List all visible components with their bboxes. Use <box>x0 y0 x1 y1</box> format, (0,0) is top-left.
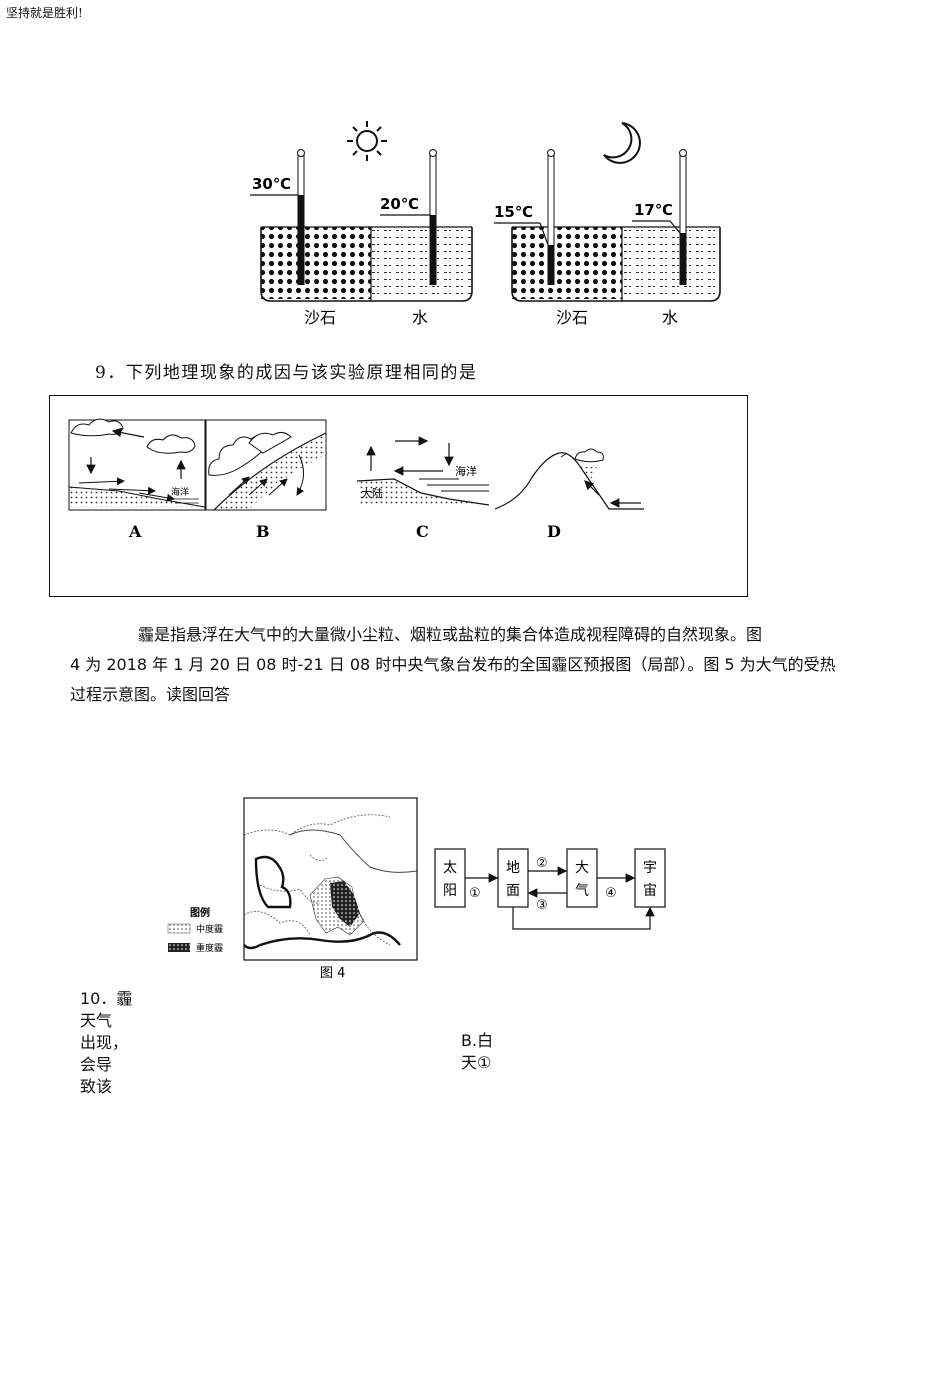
day-sand-temp: 30℃ <box>252 175 291 193</box>
question-10-fragment: 10．霾 天气 出现， 会导 致该 <box>80 988 140 1098</box>
thermometer-night-water <box>632 149 687 285</box>
ground-char-1: 地 <box>506 860 520 876</box>
haze-map-figure: 图例 中度霾 重度霾 图 4 <box>167 797 418 981</box>
q10-option-b: B.白 天① <box>461 1030 521 1074</box>
q10-line-5: 致该 <box>80 1077 113 1096</box>
panel-c: 海洋 大陆 <box>356 436 490 506</box>
day-water-temp: 20℃ <box>380 195 419 213</box>
arrow-2-label: ② <box>536 856 548 871</box>
moon-icon <box>603 122 641 164</box>
box-ground <box>497 848 529 908</box>
legend-moderate-label: 中度霾 <box>196 923 223 935</box>
day-container <box>260 226 473 302</box>
panel-d-label: D <box>547 522 561 541</box>
panel-c-sea-label: 海洋 <box>455 464 477 478</box>
atmosphere-char-1: 大 <box>575 860 589 876</box>
box-sun <box>434 848 466 908</box>
arrow-4-label: ④ <box>605 886 617 901</box>
ground-char-2: 面 <box>506 883 520 899</box>
passage: 霾是指悬浮在大气中的大量微小尘粒、烟粒或盐粒的集合体造成视程障碍的自然现象。图 … <box>70 620 890 710</box>
sun-icon <box>347 121 387 161</box>
legend-heavy-label: 重度霾 <box>196 942 223 954</box>
night-water-label: 水 <box>662 308 678 327</box>
legend-moderate-swatch <box>167 923 191 934</box>
box-atmosphere <box>566 848 598 908</box>
space-char-1: 宇 <box>643 860 657 876</box>
panel-b <box>205 419 327 511</box>
page-header: 坚持就是胜利! <box>6 6 83 20</box>
map-caption: 图 4 <box>320 966 345 981</box>
thermometer-day-water <box>380 149 437 285</box>
question-9-stem: 9．下列地理现象的成因与该实验原理相同的是 <box>95 363 478 383</box>
day-water-label: 水 <box>412 308 428 327</box>
space-char-2: 宙 <box>643 883 657 899</box>
passage-line-1: 霾是指悬浮在大气中的大量微小尘粒、烟粒或盐粒的集合体造成视程障碍的自然现象。图 <box>138 625 763 644</box>
panel-d <box>494 448 644 510</box>
panel-a-sea-label: 海洋 <box>171 486 189 498</box>
day-sand-label: 沙石 <box>304 308 336 327</box>
legend-title: 图例 <box>190 906 210 919</box>
q10-line-2: 天气 <box>80 1011 113 1030</box>
question-9-figure: 海洋 A B 海洋 大陆 C <box>49 395 748 597</box>
q10-option-b-line-2: 天① <box>461 1053 492 1072</box>
q10-option-b-line-1: B.白 <box>461 1031 494 1050</box>
arrow-1-label: ① <box>469 886 481 901</box>
panel-a: 海洋 <box>68 418 206 511</box>
passage-line-3: 过程示意图。读图回答 <box>70 685 231 704</box>
thermometer-day-sand <box>250 149 305 285</box>
panel-b-label: B <box>256 522 270 541</box>
heating-process-diagram: 太 阳 地 面 大 气 宇 宙 ① ② ③ ④ <box>434 848 666 930</box>
q10-line-1: 10．霾 <box>80 989 133 1008</box>
passage-line-2: 4 为 2018 年 1 月 20 日 08 时-21 日 08 时中央气象台发… <box>70 655 836 674</box>
atmosphere-char-2: 气 <box>575 883 589 899</box>
legend-heavy-swatch <box>168 943 190 952</box>
arrow-3-label: ③ <box>536 898 548 913</box>
night-container <box>511 226 721 302</box>
thermometer-night-sand <box>494 149 555 285</box>
night-sand-temp: 15℃ <box>494 203 533 221</box>
panel-c-label: C <box>416 522 429 541</box>
sun-char-1: 太 <box>443 860 457 876</box>
night-water-temp: 17℃ <box>634 201 673 219</box>
sun-char-2: 阳 <box>443 883 457 899</box>
experiment-figure: 30℃ 20℃ 15℃ 17℃ 沙石 水 沙石 水 <box>250 121 721 327</box>
panel-a-label: A <box>128 522 142 541</box>
night-sand-label: 沙石 <box>556 308 588 327</box>
panel-c-land-label: 大陆 <box>361 486 383 500</box>
q10-line-4: 会导 <box>80 1055 113 1074</box>
q10-line-3: 出现， <box>80 1033 129 1052</box>
